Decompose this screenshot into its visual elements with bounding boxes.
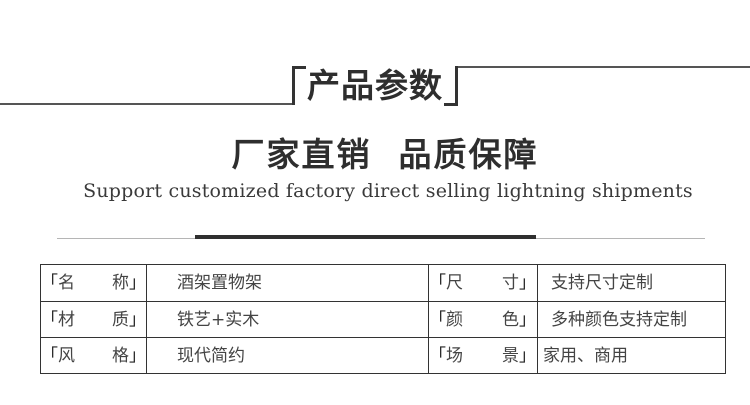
spec-label: 「尺 寸」 [429,265,536,301]
header-line-left [0,103,292,105]
label-char: 色 [502,310,519,330]
slogan-right: 品质保障 [398,135,539,174]
section-title: 产品参数 [307,66,443,105]
spec-value: 酒架置物架 [177,273,262,293]
spec-table-divider [428,265,429,373]
title-bracket-left-top [292,66,306,69]
label-char: 称 [112,273,129,293]
bracket-close: 」 [129,310,146,330]
header-line-right [455,66,750,68]
spec-table-divider [537,265,538,373]
spec-row: 「名 称」 酒架置物架 「尺 寸」 支持尺寸定制 [41,265,725,301]
title-bracket-right-bottom [444,103,458,106]
bracket-close: 」 [519,310,536,330]
spec-label: 「风 格」 [41,338,146,374]
label-char: 寸 [502,273,519,293]
label-char: 名 [58,273,75,293]
spec-table-divider [146,265,147,373]
bracket-open: 「 [41,346,58,366]
bracket-open: 「 [429,310,446,330]
spec-table: 「名 称」 酒架置物架 「尺 寸」 支持尺寸定制 「材 质」 铁艺+实木 「颜 … [40,264,726,374]
title-bracket-right [455,66,458,106]
spec-row: 「材 质」 铁艺+实木 「颜 色」 多种颜色支持定制 [41,301,725,338]
spec-value: 家用、商用 [543,346,628,366]
bracket-close: 」 [519,346,536,366]
label-char: 景 [502,346,519,366]
spec-value: 现代简约 [177,346,245,366]
bracket-open: 「 [429,346,446,366]
slogan-left: 厂家直销 [231,135,372,174]
spec-row: 「风 格」 现代简约 「场 景」 家用、商用 [41,337,725,374]
label-char: 风 [58,346,75,366]
spec-value: 铁艺+实木 [177,310,260,330]
slogan: 厂家直销 品质保障 [0,128,750,176]
bracket-open: 「 [41,273,58,293]
bracket-close: 」 [519,273,536,293]
label-char: 质 [112,310,129,330]
label-char: 格 [112,346,129,366]
label-char: 颜 [446,310,463,330]
label-char: 材 [58,310,75,330]
spec-label: 「场 景」 [429,338,536,374]
bracket-open: 「 [429,273,446,293]
spec-value: 多种颜色支持定制 [551,310,687,330]
subtitle: Support customized factory direct sellin… [83,180,693,202]
bracket-open: 「 [41,310,58,330]
label-char: 场 [446,346,463,366]
spec-label: 「颜 色」 [429,302,536,338]
spec-value: 支持尺寸定制 [551,273,653,293]
spec-label: 「材 质」 [41,302,146,338]
bracket-close: 」 [129,346,146,366]
bracket-close: 」 [129,273,146,293]
spec-label: 「名 称」 [41,265,146,301]
label-char: 尺 [446,273,463,293]
divider-thick [195,235,536,239]
title-bracket-left [292,66,295,105]
